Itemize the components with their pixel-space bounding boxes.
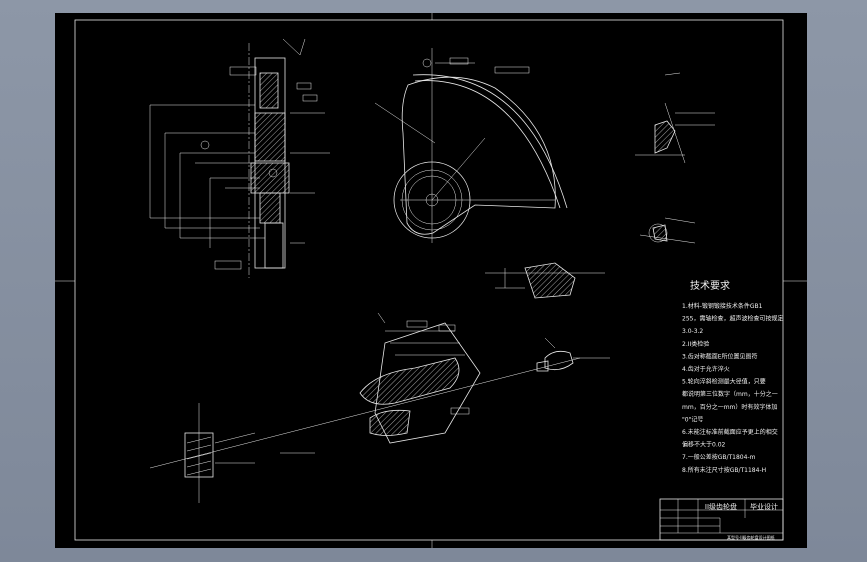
tech-requirement-line: 5.轮向淬斜检测最大径值，只要 xyxy=(682,378,766,386)
tech-requirement-line: 6.未能注标准前截面应予更上的相交 xyxy=(682,428,778,436)
title-block: II级齿轮盘 毕业设计 某型号·II级齿轮盘设计图纸 xyxy=(659,498,784,541)
tech-requirements: 技术要求 1.材料-锻钢锻接技术条件GB1 255，需轴检查，超声波检查可按规定 3… xyxy=(682,279,783,474)
tooth-profile-detail xyxy=(536,337,610,372)
tech-requirement-line: 都说明第三位数字（mm，十分之一 xyxy=(682,390,778,398)
drawing-sheet: 技术要求 1.材料-锻钢锻接技术条件GB1 255，需轴检查，超声波检查可按规定 3… xyxy=(55,13,807,548)
outer-border xyxy=(74,19,784,541)
drawing-number: 某型号·II级齿轮盘设计图纸 xyxy=(727,534,775,540)
tech-requirement-line: 3.齿对称截面E所位置见图符 xyxy=(682,352,758,360)
detail-view-c xyxy=(485,262,605,299)
cad-drawing: 技术要求 1.材料-锻钢锻接技术条件GB1 255，需轴检查，超声波检查可按规定 3… xyxy=(55,13,807,548)
tooth-section-view xyxy=(149,312,581,469)
part-name: II级齿轮盘 xyxy=(705,502,737,511)
gear-section-view xyxy=(149,38,330,278)
tech-requirement-line: 1.材料-锻钢锻接技术条件GB1 xyxy=(682,302,763,310)
tech-requirement-line: 255，需轴检查，超声波检查可按规定 xyxy=(682,315,783,323)
tech-requirement-line: "0"记号 xyxy=(682,416,703,423)
tech-requirement-line: 4.齿对于允许淬火 xyxy=(682,365,730,373)
gear-quarter-view xyxy=(374,48,568,243)
tech-requirement-line: 偏移不大于0.02 xyxy=(682,441,726,449)
tech-requirement-line: mm，百分之一mm）时有效字体加 xyxy=(682,403,777,411)
detail-view-a xyxy=(635,72,715,164)
tech-requirement-line: 3.0-3.2 xyxy=(682,328,703,335)
project-name: 毕业设计 xyxy=(750,502,778,511)
tech-requirements-list: 1.材料-锻钢锻接技术条件GB1 255，需轴检查，超声波检查可按规定 3.0-3.… xyxy=(682,302,783,474)
tech-requirement-line: 8.所有未注尺寸按GB/T1184-H xyxy=(682,466,766,474)
tech-requirements-title: 技术要求 xyxy=(690,279,730,292)
tech-requirement-line: 2.II类检验 xyxy=(682,340,709,348)
tech-requirement-line: 7.一般公差按GB/T1804-m xyxy=(682,453,756,461)
spline-detail xyxy=(184,403,315,503)
detail-view-b xyxy=(639,217,696,244)
